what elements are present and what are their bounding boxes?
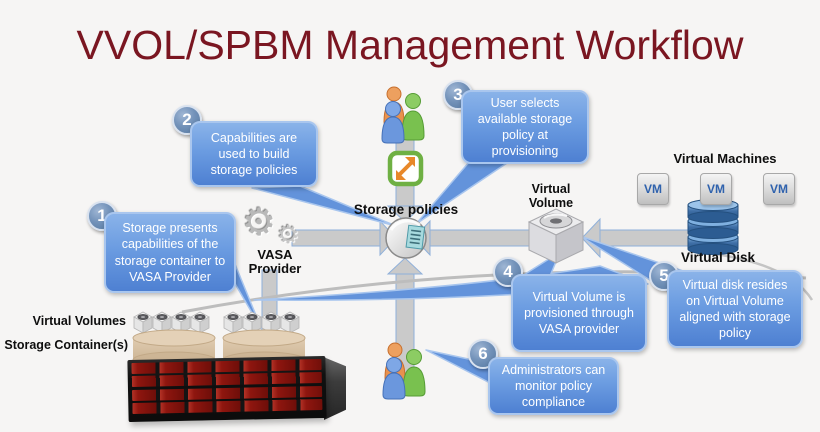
callout-step-3: User selects available storage policy at… (461, 90, 589, 164)
callout-step-2: Capabilities are used to build storage p… (190, 121, 318, 187)
vm-icon: VM (700, 173, 732, 205)
virtual-disk-icon (687, 199, 739, 255)
policy-hub-icon (385, 217, 427, 259)
vsphere-icon (387, 150, 424, 187)
page-title: VVOL/SPBM Management Workflow (76, 22, 744, 68)
virtual-disk-label: Virtual Disk (680, 250, 756, 265)
drive-row (131, 385, 323, 401)
storage-array-side (324, 357, 346, 420)
virtual-volume-icon (528, 208, 584, 264)
vm-icon: VM (763, 173, 795, 205)
drive-row (131, 372, 322, 387)
callout-step-5: Virtual disk resides on Virtual Volume a… (667, 270, 803, 348)
gear-icon: ⚙ (242, 200, 277, 244)
virtual-volume-label: Virtual Volume (528, 182, 574, 210)
vasa-provider-label: VASA Provider (248, 247, 302, 277)
callout-step-1: Storage presents capabilities of the sto… (104, 212, 236, 293)
virtual-volumes-label: Virtual Volumes (32, 314, 126, 328)
storage-array-image (127, 355, 327, 423)
drive-row (132, 399, 323, 414)
users-group-icon (381, 86, 425, 144)
gear-icon: ⚙ (277, 220, 300, 249)
callout-step-6: Administrators can monitor policy compli… (488, 357, 619, 415)
vm-icon: VM (637, 173, 669, 205)
callout-step-4: Virtual Volume is provisioned through VA… (511, 274, 647, 352)
drive-row (131, 358, 322, 374)
virtual-machines-label: Virtual Machines (673, 151, 777, 166)
storage-containers-label: Storage Container(s) (4, 338, 128, 352)
storage-policies-label: Storage policies (353, 202, 459, 217)
